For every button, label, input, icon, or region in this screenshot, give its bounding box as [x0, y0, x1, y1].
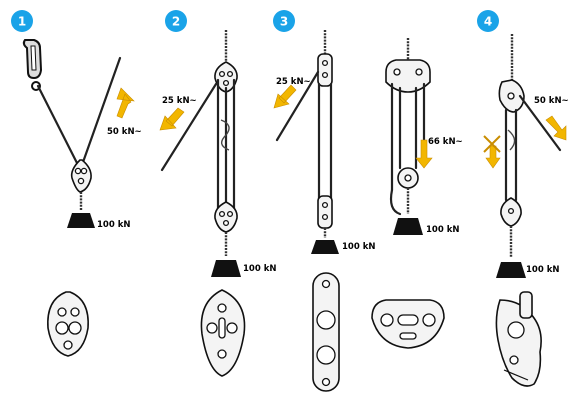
load-weight-icon [67, 213, 95, 228]
pulley-icon [214, 201, 238, 233]
panel-4: 4 50 kN~ 100 kN [477, 10, 569, 387]
arrow-down-icon [545, 115, 567, 141]
panel-4-rope-force: 50 kN~ [534, 96, 569, 106]
panel-1-load: 100 kN [97, 220, 130, 230]
panel-1: 1 50 kN~ 100 kN [11, 10, 142, 357]
panel-4-load: 100 kN [526, 265, 559, 275]
crossed-arrows-icon [483, 135, 501, 169]
arrow-down-icon [273, 84, 297, 109]
panel-3-rope-force-left: 25 kN~ [276, 77, 311, 87]
panel-2-load: 100 kN [243, 264, 276, 274]
panel-3-rope-force-right: 66 kN~ [428, 137, 463, 147]
svg-text:1: 1 [18, 15, 26, 29]
pulley-icon [70, 159, 92, 193]
pulley-detail-4 [495, 291, 542, 387]
pulley-icon [498, 79, 525, 113]
svg-text:3: 3 [280, 15, 288, 29]
panel-1-badge: 1 [11, 10, 33, 32]
panel-3-load: 100 kN [342, 242, 375, 252]
pulley-detail-3a [312, 272, 340, 392]
panel-2: 2 25 kN~ 100 kN [159, 10, 276, 377]
load-weight-icon [311, 240, 339, 254]
panel-2-rope-force: 25 kN~ [162, 96, 197, 106]
pulley-icon [214, 61, 238, 93]
load-weight-icon [211, 260, 241, 277]
svg-text:4: 4 [484, 15, 492, 29]
svg-text:2: 2 [172, 15, 180, 29]
panel-2-badge: 2 [165, 10, 187, 32]
pulley-detail-3b [371, 299, 445, 349]
panel-4-badge: 4 [477, 10, 499, 32]
arrow-up-icon [116, 87, 135, 119]
pulley-icon [500, 197, 522, 227]
arrow-down-icon [159, 107, 185, 131]
panel-3-badge: 3 [273, 10, 295, 32]
pulley-detail-2 [200, 289, 246, 377]
panel-3: 3 25 kN~ 100 kN 66 kN~ 100 kN [273, 10, 463, 392]
arrow-down-icon [415, 139, 433, 169]
panel-3-load-right: 100 kN [426, 225, 459, 235]
load-weight-icon [393, 218, 423, 235]
load-weight-icon [496, 262, 526, 278]
carabiner-icon [22, 39, 43, 91]
panel-1-rope-force: 50 kN~ [107, 127, 142, 137]
pulley-detail-1 [47, 291, 89, 357]
